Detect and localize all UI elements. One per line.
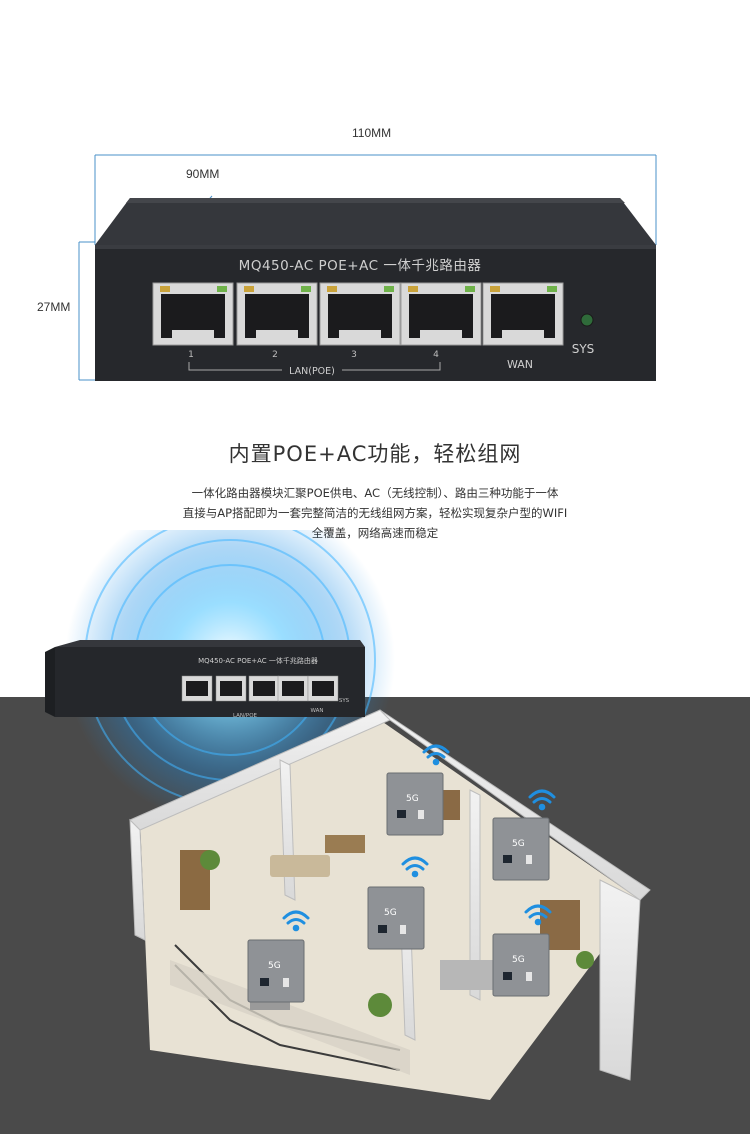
description-line-1: 一体化路由器模块汇聚POE供电、AC（无线控制）、路由三种功能于一体 bbox=[191, 486, 559, 500]
wifi-icon bbox=[422, 744, 450, 766]
width-dimension-label: 110MM bbox=[352, 126, 392, 140]
access-point-1: 5G bbox=[386, 744, 450, 836]
feature-headline: 内置POE+AC功能，轻松组网 bbox=[228, 442, 522, 466]
description-line-3: 全覆盖，网络高速而稳定 bbox=[311, 526, 439, 540]
illustration-lan-label: LAN/POE bbox=[233, 713, 258, 719]
apartment-walls bbox=[129, 709, 651, 1081]
sys-led-icon bbox=[580, 313, 594, 327]
sys-label: SYS bbox=[572, 342, 595, 356]
port-number-3: 3 bbox=[351, 350, 357, 360]
svg-text:5G: 5G bbox=[406, 794, 419, 804]
access-point-4: 5G bbox=[492, 904, 552, 997]
access-point-2: 5G bbox=[492, 789, 556, 881]
illustration-router: MQ450-AC POE+AC 一体千兆路由器 LAN/POE WAN SYS bbox=[45, 640, 365, 719]
port-number-2: 2 bbox=[272, 350, 278, 360]
depth-dimension-label: 90MM bbox=[186, 167, 220, 181]
wifi-icon bbox=[401, 856, 429, 878]
port-number-4: 4 bbox=[433, 350, 439, 360]
router-top bbox=[95, 198, 656, 245]
wifi-icon bbox=[528, 789, 556, 811]
lan-ports bbox=[152, 282, 482, 346]
wan-port bbox=[482, 282, 564, 346]
wan-label: WAN bbox=[507, 358, 533, 371]
illustration-router-label: MQ450-AC POE+AC 一体千兆路由器 bbox=[198, 656, 318, 665]
port-number-1: 1 bbox=[188, 350, 194, 360]
router-model-label: MQ450-AC POE+AC 一体千兆路由器 bbox=[239, 258, 482, 274]
svg-text:5G: 5G bbox=[512, 839, 525, 849]
wifi-icon bbox=[282, 910, 310, 932]
svg-text:5G: 5G bbox=[268, 961, 281, 971]
description-line-2: 直接与AP搭配即为一套完整简洁的无线组网方案，轻松实现复杂户型的WIFI bbox=[182, 506, 568, 520]
access-point-3: 5G bbox=[367, 856, 429, 950]
illustration-wan-label: WAN bbox=[310, 708, 323, 714]
height-dimension-label: 27MM bbox=[37, 300, 71, 314]
wifi-icon bbox=[524, 904, 552, 926]
lan-port-3 bbox=[319, 282, 401, 346]
illustration-sys-label: SYS bbox=[339, 698, 350, 704]
feature-description: 一体化路由器模块汇聚POE供电、AC（无线控制）、路由三种功能于一体 直接与AP… bbox=[0, 483, 750, 543]
lan-port-2 bbox=[236, 282, 318, 346]
router-product-drawing: MQ450-AC POE+AC 一体千兆路由器 bbox=[78, 154, 657, 381]
svg-text:5G: 5G bbox=[512, 955, 525, 965]
access-point-5: 5G bbox=[247, 910, 310, 1003]
network-illustration: MQ450-AC POE+AC 一体千兆路由器 LAN/POE WAN SYS … bbox=[0, 530, 750, 1134]
lan-label: LAN(POE) bbox=[289, 366, 335, 377]
lan-port-1 bbox=[152, 282, 234, 346]
svg-text:5G: 5G bbox=[384, 908, 397, 918]
lan-port-4 bbox=[400, 282, 482, 346]
